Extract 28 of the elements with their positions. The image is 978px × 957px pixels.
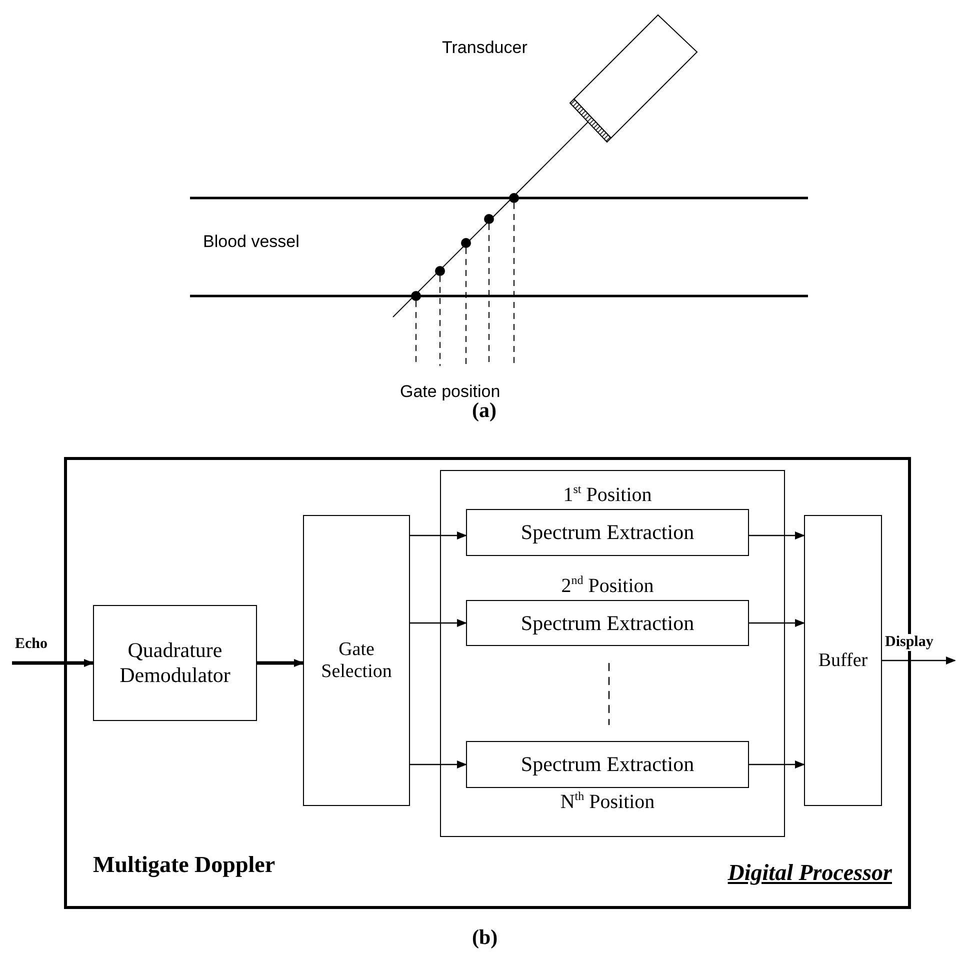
position-label: 1$^{st}$ Position xyxy=(562,484,653,507)
part-label: Transducer xyxy=(442,38,528,58)
process-box xyxy=(804,515,882,806)
box-label: Gate Selection xyxy=(320,638,393,682)
arrow xyxy=(410,619,467,627)
position-label: N$^{th}$ Position xyxy=(559,791,656,814)
box-label: Spectrum Extraction xyxy=(520,610,694,636)
arrow xyxy=(882,656,956,664)
arrow xyxy=(257,659,304,667)
processor-title: Digital Processor xyxy=(728,860,892,886)
group-box xyxy=(440,470,785,837)
part-label: Blood vessel xyxy=(203,232,300,252)
process-box xyxy=(93,605,257,721)
edge-label: Display xyxy=(885,634,934,650)
box-label: Quadrature Demodulator xyxy=(118,638,232,688)
arrow xyxy=(410,760,467,768)
arrow xyxy=(749,760,805,768)
arrow xyxy=(749,532,805,540)
arrow xyxy=(749,619,805,627)
panel-label: (b) xyxy=(472,925,498,950)
box-label: Spectrum Extraction xyxy=(520,520,694,545)
box-label: Spectrum Extraction xyxy=(520,752,694,777)
box-label: Buffer xyxy=(818,650,868,672)
process-box xyxy=(303,515,410,806)
panel-title: Multigate Doppler xyxy=(93,852,276,878)
arrow xyxy=(12,659,94,667)
position-label: 2$^{nd}$ Position xyxy=(560,575,655,598)
arrow xyxy=(410,532,467,540)
